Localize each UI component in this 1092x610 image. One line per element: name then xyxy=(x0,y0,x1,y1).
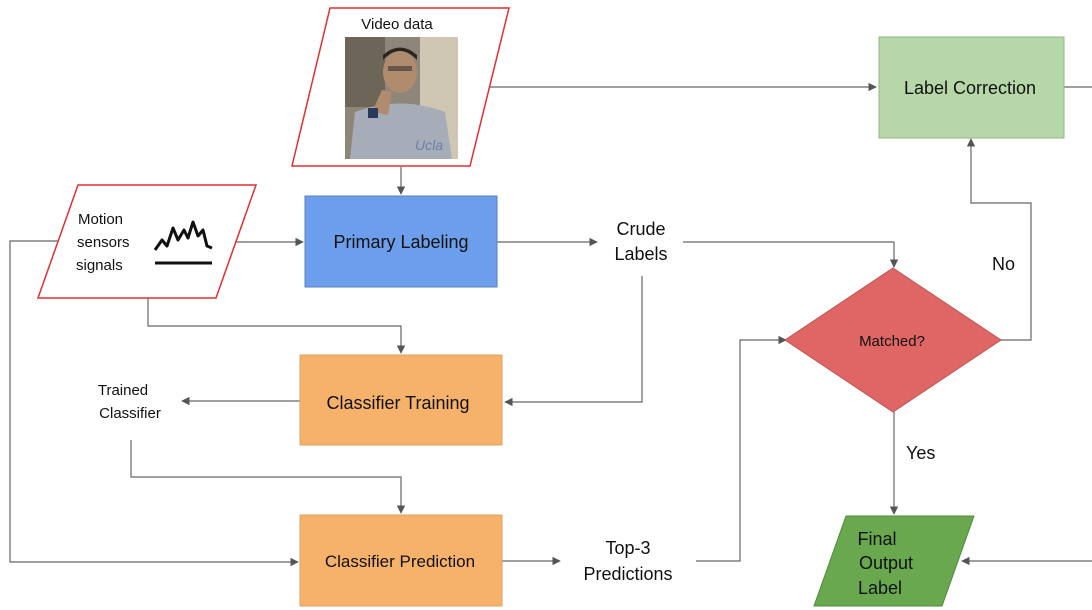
edge-label-no: No xyxy=(992,254,1015,274)
edge-trained-to-prediction xyxy=(130,440,406,514)
label-correction-node: Label Correction xyxy=(878,36,1065,139)
trained-classifier-line-2: Classifier xyxy=(99,405,161,422)
trained-classifier-line-1: Trained xyxy=(98,382,148,399)
final-output-line-2: Output xyxy=(859,553,913,573)
top3-line-2: Predictions xyxy=(583,564,672,584)
classifier-training-node: Classifier Training xyxy=(299,354,503,446)
video-data-node: Video data Ucla xyxy=(291,7,510,167)
video-thumbnail: Ucla xyxy=(345,37,458,159)
connectors xyxy=(9,82,1092,567)
edge-crude-to-training xyxy=(504,276,643,407)
final-output-line-1: Final xyxy=(857,529,896,549)
classifier-training-label: Classifier Training xyxy=(326,393,469,413)
waveform-icon xyxy=(153,220,213,265)
top3-predictions-node: Top-3 Predictions xyxy=(583,538,672,584)
edge-crude-to-matched xyxy=(683,241,899,268)
motion-sensors-line-2: sensors xyxy=(77,234,130,251)
edge-motion-to-training xyxy=(147,298,406,354)
final-output-node: Final Output Label xyxy=(813,515,975,607)
final-output-line-3: Label xyxy=(858,578,902,598)
label-correction-label: Label Correction xyxy=(904,78,1036,98)
classifier-prediction-label: Classifier Prediction xyxy=(325,552,475,571)
edge-label-yes: Yes xyxy=(906,443,935,463)
crude-labels-node: Crude Labels xyxy=(614,219,667,264)
matched-decision-node: Matched? xyxy=(784,267,1002,413)
top3-line-1: Top-3 xyxy=(605,538,650,558)
motion-sensors-line-1: Motion xyxy=(78,211,123,228)
edge-top3-to-matched xyxy=(696,335,787,562)
matched-label: Matched? xyxy=(859,333,925,350)
video-shirt-mark: Ucla xyxy=(415,137,443,153)
edge-matched-no xyxy=(966,138,1032,341)
motion-sensors-node: Motion sensors signals xyxy=(36,184,258,299)
edge-motion-to-prediction xyxy=(9,240,299,567)
classifier-prediction-node: Classifier Prediction xyxy=(299,514,503,607)
primary-labeling-node: Primary Labeling xyxy=(304,195,498,288)
motion-sensors-line-3: signals xyxy=(76,257,123,274)
trained-classifier-node: Trained Classifier xyxy=(98,382,161,422)
video-data-label: Video data xyxy=(361,16,433,33)
primary-labeling-label: Primary Labeling xyxy=(333,232,468,252)
crude-labels-line-2: Labels xyxy=(614,244,667,264)
crude-labels-line-1: Crude xyxy=(616,219,665,239)
